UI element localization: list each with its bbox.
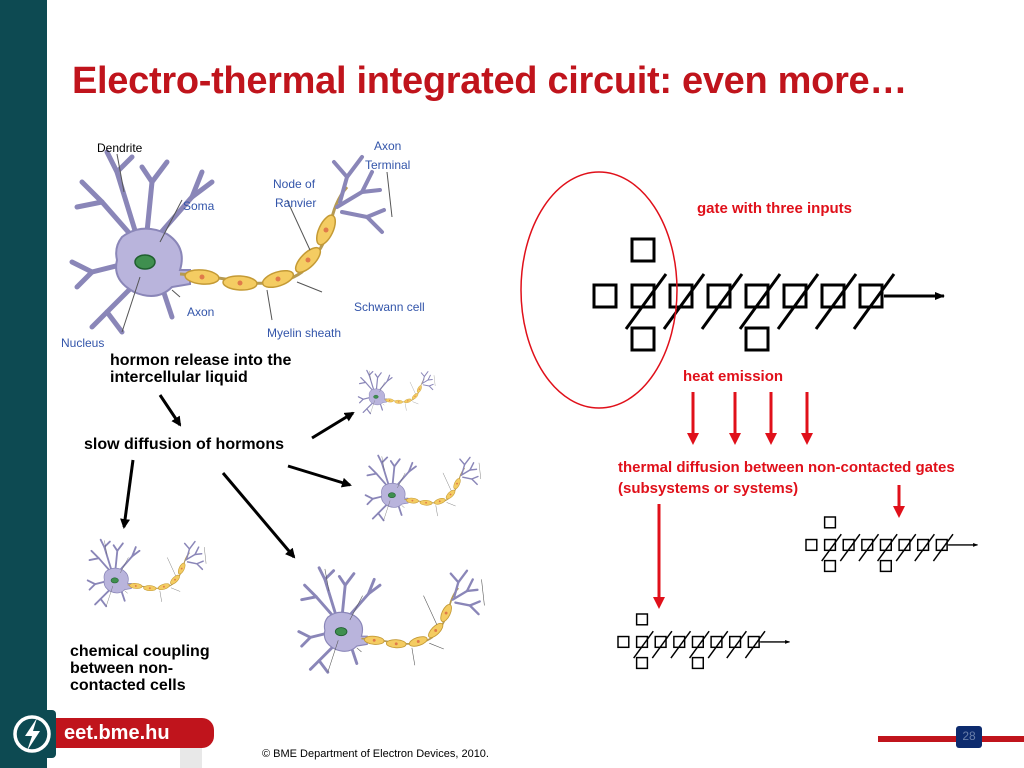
arrow-to-neuron-small-3 [120, 459, 135, 529]
slide-title: Electro-thermal integrated circuit: even… [72, 60, 908, 102]
left-bar-strip [47, 0, 52, 768]
arrow-to-neuron-medium [221, 472, 296, 559]
neuron-medium [297, 566, 486, 674]
neuron-small-1 [357, 369, 436, 415]
arrow-to-neuron-small-1 [311, 411, 355, 440]
label-nucleus: Nucleus [61, 336, 105, 350]
text-hormon-release: hormon release into the intercellular li… [110, 352, 292, 386]
label-schwann-cell: Schwann cell [354, 300, 425, 314]
neuron-main [72, 152, 392, 332]
label-ranvier: Ranvier [275, 196, 317, 210]
text-thermal-diffusion: thermal diffusion between non-contacted … [618, 459, 955, 497]
label-axon: Axon [187, 305, 215, 319]
page-number: 28 [962, 729, 976, 743]
neuron-small-2 [364, 454, 482, 522]
text-gate-three-inputs: gate with three inputs [697, 200, 853, 217]
text-slow-diffusion: slow diffusion of hormons [84, 436, 284, 453]
arrow-release-to-diffusion [158, 394, 182, 427]
left-accent-bar [0, 0, 47, 768]
text-heat-emission: heat emission [683, 368, 784, 385]
label-dendrite: Dendrite [97, 141, 143, 155]
lightning-logo-icon [13, 715, 51, 753]
footer-right-line [878, 736, 1024, 742]
gate-chain-bottom [618, 614, 790, 668]
gate-chain-right [806, 517, 978, 571]
footer-copyright: © BME Department of Electron Devices, 20… [262, 748, 489, 760]
gate-chain-main [594, 239, 944, 350]
brand-bar [56, 718, 214, 748]
label-axon-terminal-1: Axon [374, 139, 402, 153]
gate-highlight-ellipse [520, 171, 678, 409]
bme-logo [8, 710, 56, 758]
page-number-box [956, 726, 982, 748]
arrow-to-neuron-small-2 [287, 464, 352, 488]
neuron-small-3 [86, 538, 208, 608]
brand-text[interactable]: eet.bme.hu [64, 722, 170, 744]
label-myelin-sheath: Myelin sheath [267, 326, 342, 340]
text-chemical-coupling: chemical coupling between non-contacted … [70, 643, 210, 694]
label-node-of: Node of [273, 177, 316, 191]
label-axon-terminal-2: Terminal [365, 158, 411, 172]
label-soma: Soma [183, 199, 215, 213]
